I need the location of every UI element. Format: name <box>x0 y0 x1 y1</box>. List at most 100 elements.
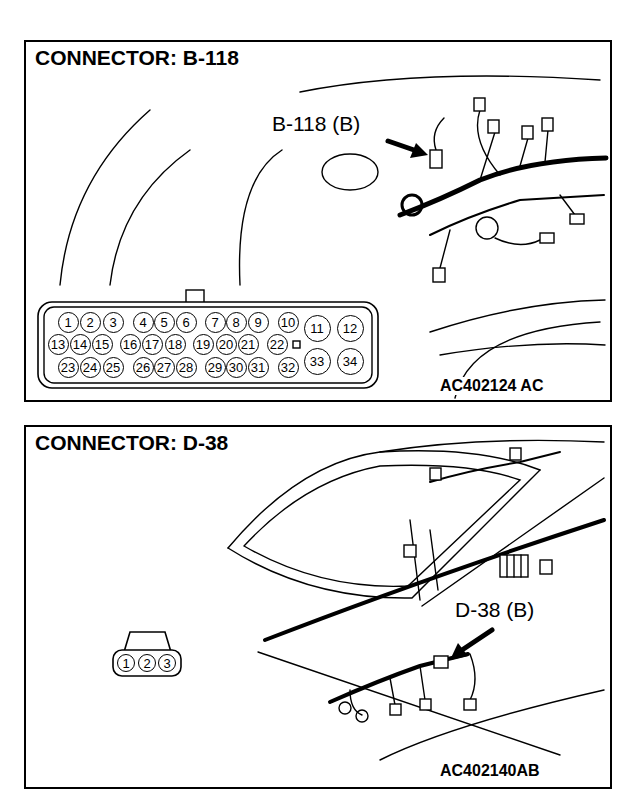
pointer-arrow <box>462 630 492 650</box>
wire-harness <box>265 520 604 640</box>
connector-icon <box>488 120 499 133</box>
pin-number: 18 <box>168 338 182 351</box>
pin-number: 34 <box>343 355 357 368</box>
connector-callout: D-38 (B) <box>453 598 536 621</box>
wire <box>410 520 438 600</box>
wire <box>470 654 475 700</box>
relay-block <box>507 555 521 577</box>
pin-number: 13 <box>51 338 65 351</box>
pin-circle: 1 <box>58 312 79 333</box>
pin-number: 1 <box>64 316 71 329</box>
relay-block <box>500 555 528 577</box>
pin-circle: 17 <box>142 334 163 355</box>
connector-b118 <box>430 150 442 168</box>
pin-number: 4 <box>139 316 146 329</box>
connector-icon <box>474 98 485 111</box>
body-line <box>440 344 605 355</box>
pin-number: 3 <box>109 316 116 329</box>
connector-title: CONNECTOR: D-38 <box>35 431 228 455</box>
connector-panel: CONNECTOR: B-118123456789101112131415161… <box>24 40 612 402</box>
pin-circle: 11 <box>304 315 331 342</box>
grommet <box>476 217 498 239</box>
pin-number: 24 <box>83 361 97 374</box>
pin-circle: 34 <box>337 348 364 375</box>
body-line <box>60 110 150 285</box>
pin-circle: 31 <box>248 357 269 378</box>
pin-number: 20 <box>219 338 233 351</box>
pin-circle: 12 <box>337 315 364 342</box>
pin-circle: 13 <box>48 334 69 355</box>
pin-number: 8 <box>232 316 239 329</box>
body-line <box>300 76 600 92</box>
pin-circle: 16 <box>120 334 141 355</box>
pin-number: 5 <box>160 316 167 329</box>
pin-number: 33 <box>310 355 324 368</box>
pin-number: 17 <box>145 338 159 351</box>
connector-housing <box>38 302 378 388</box>
pin-circle: 33 <box>304 348 331 375</box>
pin-circle: 26 <box>133 357 154 378</box>
wire <box>440 230 450 268</box>
wire <box>560 195 575 215</box>
body-line <box>430 300 605 332</box>
pin-circle: 27 <box>154 357 175 378</box>
connector-lock <box>293 341 300 348</box>
connector-icon <box>522 126 533 139</box>
pin-circle: 28 <box>176 357 197 378</box>
windshield <box>228 470 540 598</box>
pin-circle: 21 <box>238 334 259 355</box>
pin-number: 11 <box>310 322 324 335</box>
pin-circle: 2 <box>138 654 156 672</box>
connector-housing <box>44 307 372 383</box>
pin-number: 12 <box>343 322 357 335</box>
pin-circle: 4 <box>133 312 154 333</box>
connector-icon <box>464 699 476 710</box>
pin-circle: 19 <box>193 334 214 355</box>
roof-line <box>380 440 604 452</box>
pin-circle: 14 <box>70 334 91 355</box>
pin-number: 19 <box>196 338 210 351</box>
pointer-arrow <box>388 141 414 150</box>
pin-circle: 30 <box>226 357 247 378</box>
wire-harness <box>430 452 560 482</box>
wire-harness <box>430 195 604 235</box>
body-line <box>240 150 282 285</box>
connector-icon <box>540 560 552 574</box>
pin-circle: 2 <box>80 312 101 333</box>
pin-number: 27 <box>157 361 171 374</box>
pin-circle: 8 <box>226 312 247 333</box>
pin-number: 16 <box>123 338 137 351</box>
connector-key <box>124 632 171 652</box>
pillar <box>422 478 604 606</box>
pin-number: 23 <box>61 361 75 374</box>
pin-circle: 23 <box>58 357 79 378</box>
pin-circle: 15 <box>92 334 113 355</box>
connector-icon <box>570 214 584 224</box>
pin-circle: 10 <box>278 312 299 333</box>
pin-circle: 6 <box>176 312 197 333</box>
cowl-line <box>380 690 604 760</box>
connector-key <box>186 290 204 303</box>
pin-circle: 25 <box>103 357 124 378</box>
figure-code: AC402124 AC <box>438 377 545 395</box>
pin-circle: 3 <box>103 312 124 333</box>
connector-icon <box>542 118 553 131</box>
wire <box>478 110 549 180</box>
pin-number: 26 <box>136 361 150 374</box>
connector-icon <box>390 704 401 715</box>
pin-number: 6 <box>182 316 189 329</box>
pointer-arrowhead <box>410 143 428 158</box>
pin-circle: 24 <box>80 357 101 378</box>
pin-circle: 18 <box>165 334 186 355</box>
wire <box>495 238 540 245</box>
pin-number: 29 <box>208 361 222 374</box>
wire <box>350 666 425 715</box>
pin-number: 2 <box>86 316 93 329</box>
pin-circle: 32 <box>278 357 299 378</box>
pin-number: 25 <box>106 361 120 374</box>
connector-icon <box>420 699 431 710</box>
pin-number: 32 <box>281 361 295 374</box>
grommet <box>339 702 351 714</box>
pin-number: 3 <box>163 657 170 670</box>
